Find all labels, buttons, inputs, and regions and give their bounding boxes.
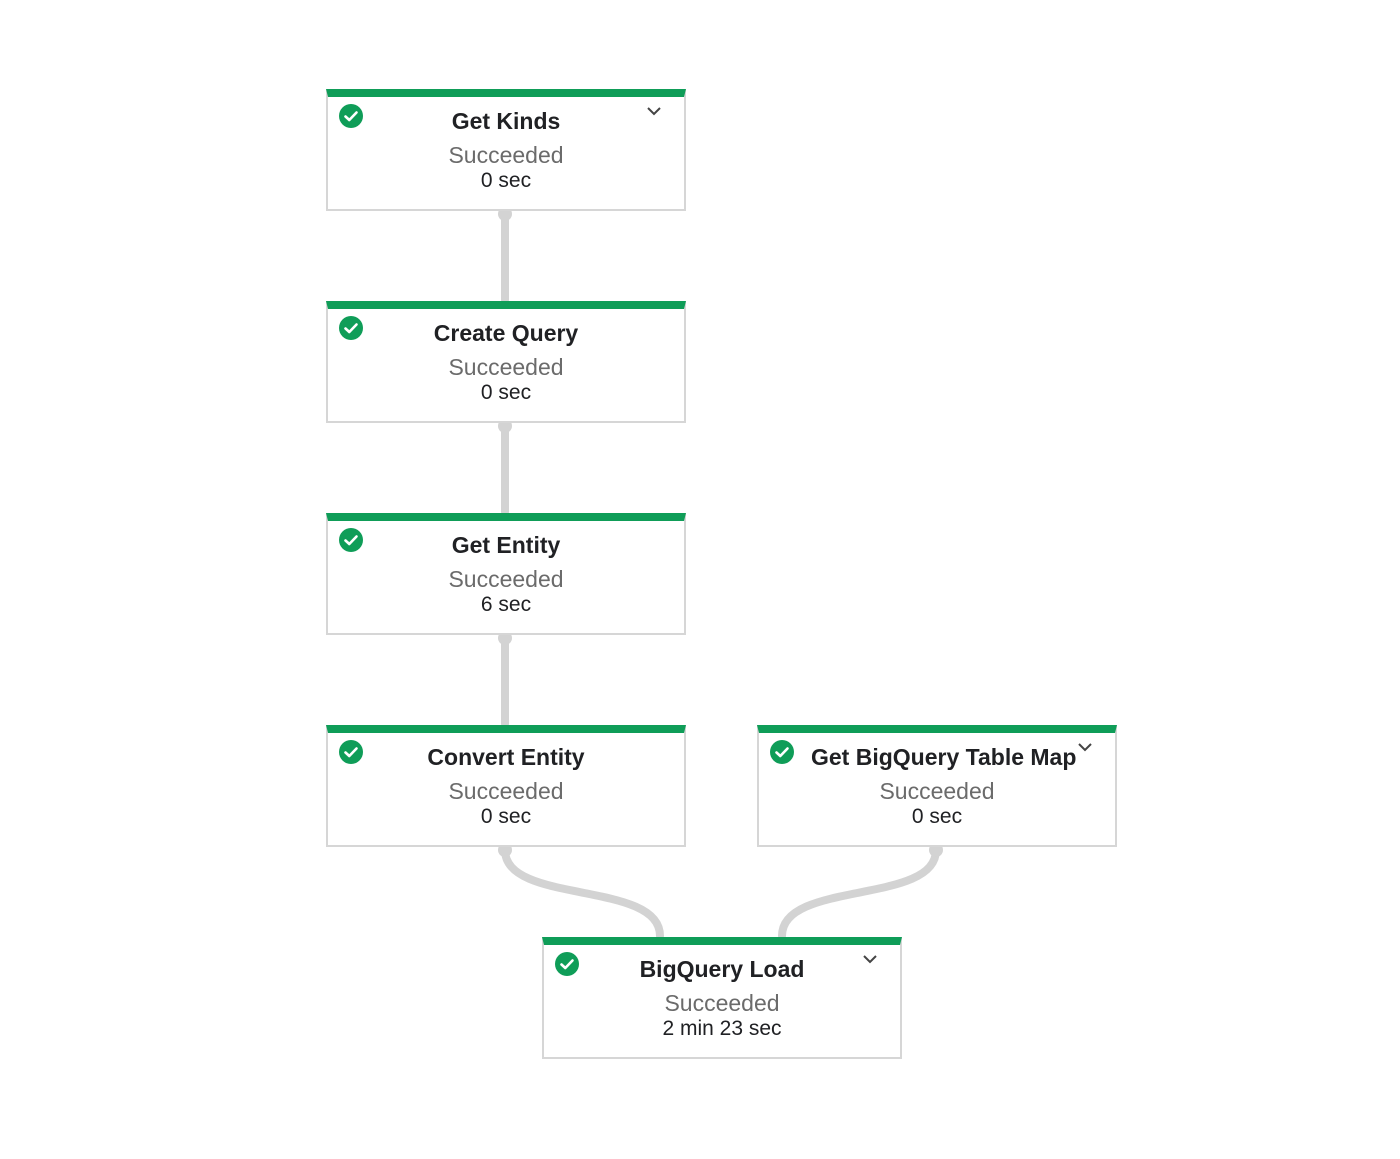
step-status: Succeeded [448, 354, 564, 380]
step-node-get-kinds[interactable]: Get Kinds Succeeded 0 sec [326, 89, 686, 211]
chevron-down-icon[interactable] [646, 105, 662, 117]
step-title: Get Kinds [451, 108, 561, 134]
step-status: Succeeded [664, 990, 780, 1016]
check-circle-icon [339, 104, 363, 128]
edge-convert-entity-to-bigquery-load [501, 846, 664, 940]
check-circle-icon [770, 740, 794, 764]
step-status: Succeeded [448, 778, 564, 804]
step-node-create-query[interactable]: Create Query Succeeded 0 sec [326, 301, 686, 423]
step-duration: 0 sec [480, 169, 532, 192]
step-node-convert-entity[interactable]: Convert Entity Succeeded 0 sec [326, 725, 686, 847]
step-title: Create Query [433, 320, 579, 346]
chevron-down-icon[interactable] [1077, 741, 1093, 753]
step-duration: 0 sec [480, 805, 532, 828]
check-circle-icon [339, 316, 363, 340]
step-status: Succeeded [448, 142, 564, 168]
step-node-bigquery-load[interactable]: BigQuery Load Succeeded 2 min 23 sec [542, 937, 902, 1059]
step-title: BigQuery Load [639, 956, 805, 982]
step-title: Get BigQuery Table Map [811, 744, 1077, 770]
step-duration: 0 sec [911, 805, 963, 828]
step-node-get-entity[interactable]: Get Entity Succeeded 6 sec [326, 513, 686, 635]
step-duration: 6 sec [480, 593, 532, 616]
step-title: Get Entity [451, 532, 561, 558]
step-duration: 2 min 23 sec [662, 1017, 782, 1040]
step-node-get-bigquery-table-map[interactable]: Get BigQuery Table Map Succeeded 0 sec [757, 725, 1117, 847]
check-circle-icon [339, 740, 363, 764]
edge-table-map-to-bigquery-load [778, 846, 940, 940]
chevron-down-icon[interactable] [862, 953, 878, 965]
check-circle-icon [339, 528, 363, 552]
check-circle-icon [555, 952, 579, 976]
step-title: Convert Entity [427, 744, 585, 770]
step-duration: 0 sec [480, 381, 532, 404]
step-status: Succeeded [448, 566, 564, 592]
step-status: Succeeded [879, 778, 995, 804]
